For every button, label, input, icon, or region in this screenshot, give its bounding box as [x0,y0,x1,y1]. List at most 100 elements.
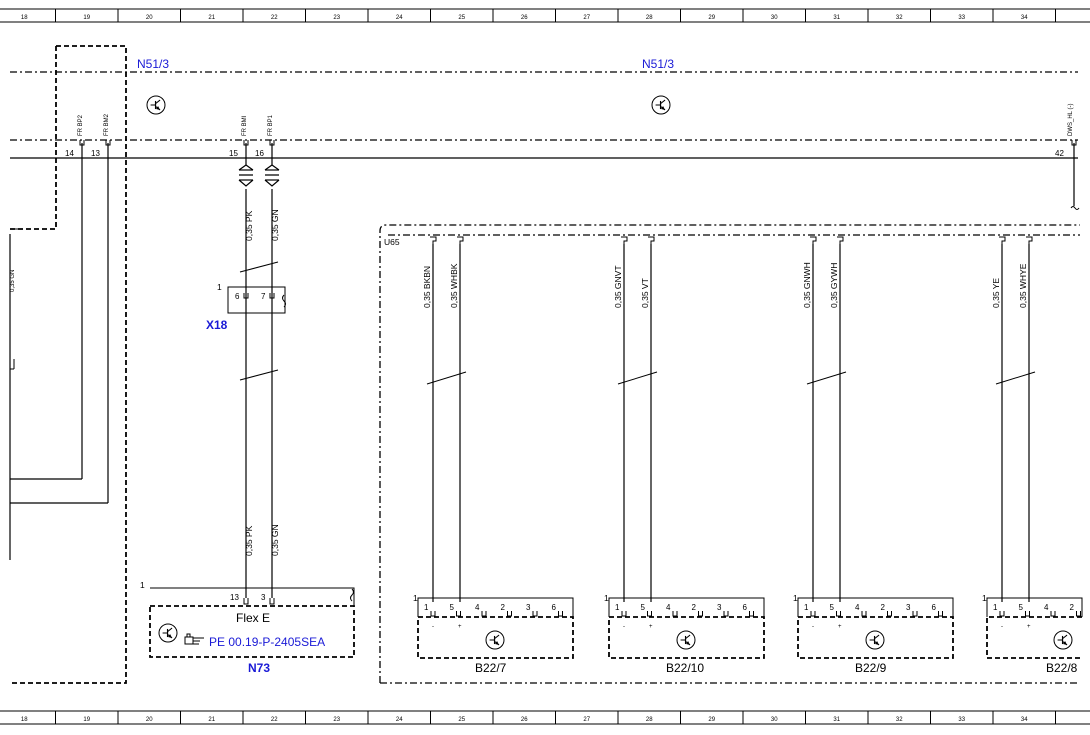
sensor-box [797,616,954,659]
ruler-cell-31: 31 [833,717,840,723]
pin-tab [621,611,627,617]
sensor-wire-label-2-0: 0,35 GNWH [802,262,812,308]
pin-tab [1071,140,1077,146]
polarity-minus-2: - [812,624,814,630]
sensor-pin-1-5: 5 [641,603,646,612]
sensor-pin-2-1: 1 [804,603,809,612]
twist-mark [995,371,1036,385]
connector-disconnect-icon [264,164,280,187]
ruler-cell-24: 24 [396,717,403,723]
sensor-pin-0-1: 1 [424,603,429,612]
sensor-pin-1-6: 6 [743,603,748,612]
pin-tab [481,611,487,617]
pin-tab [836,611,841,617]
sensor-wire-label-3-0: 0,35 YE [991,278,1001,308]
pin-name-1: FR BM2 [104,113,110,136]
sensor-wire-label-0-1: 0,35 WHBK [449,263,459,308]
wire-entry-icon [457,236,464,244]
ruler-cell-18: 18 [21,717,28,723]
sensor-pin-2-3: 3 [906,603,911,612]
ruler-cell-20: 20 [146,15,153,21]
pin-tab [243,140,249,146]
pin-tab [912,611,918,617]
polarity-minus-0: - [432,624,434,630]
pin-tab [672,611,678,617]
sensor-pin-1-2: 2 [692,603,697,612]
sensor-pin1-2: 1 [793,593,798,603]
sensor-pin-3-1: 1 [993,603,998,612]
pin-name-0: FR BP2 [78,114,84,136]
pin-name-4: DWS_HL (-) [1068,104,1074,136]
twist-mark [806,371,847,385]
wire-entry-icon [621,236,628,244]
transistor-icon [676,630,696,650]
sensor-pin-3-2: 2 [1070,603,1075,612]
pin-tab [698,611,703,617]
pin-tab [105,140,111,146]
pin-tab [243,293,249,299]
sensor-pin-1-4: 4 [666,603,671,612]
pin-tab [647,611,652,617]
ruler-cell-27: 27 [583,717,590,723]
ruler-cell-31: 31 [833,15,840,21]
pin-tab [938,611,943,617]
sensor-label-B22-9: B22/9 [855,661,887,675]
twist-mark [617,371,658,385]
pin-tab [999,611,1005,617]
sensor-pin-2-2: 2 [881,603,886,612]
pin-tab [1025,611,1030,617]
pin-name-3: FR BP1 [268,114,274,136]
frame-lines [0,8,1090,725]
pin-tab [430,611,436,617]
module-label-n73: N73 [248,661,270,675]
pin-tab [79,140,85,146]
sensor-pin-2-6: 6 [932,603,937,612]
ruler-cell-23: 23 [333,15,340,21]
sensor-pin1-0: 1 [413,593,418,603]
ruler-cell-21: 21 [208,15,215,21]
polarity-plus-1: + [649,624,653,630]
wire-label-lower-1: 0,35 GN [270,524,280,556]
x18-pin-7: 7 [261,292,266,301]
polarity-plus-0: + [458,624,462,630]
wire-entry-icon [648,236,655,244]
pin-tab [723,611,729,617]
transistor-icon [485,630,505,650]
ruler-cell-32: 32 [896,717,903,723]
polarity-minus-1: - [623,624,625,630]
pin-tab [1050,611,1056,617]
wire-label-upper-1: 0,35 GN [270,209,280,241]
pin-tab [456,611,461,617]
pin-number-16: 16 [255,149,264,158]
flex-e-pin-13: 13 [230,593,239,602]
sensor-pin-2-4: 4 [855,603,860,612]
sensor-pin1-3: 1 [982,593,987,603]
sensor-box [608,616,765,659]
ruler-cell-34: 34 [1021,717,1028,723]
ruler-cell-30: 30 [771,15,778,21]
sensor-label-B22-8: B22/8 [1046,661,1078,675]
transistor-icon [651,95,671,115]
sensor-wire-label-2-1: 0,35 GYWH [829,263,839,308]
pin-tab [861,611,867,617]
module-label-n51-left: N51/3 [137,57,169,71]
polarity-minus-3: - [1001,624,1003,630]
sensor-pin-3-5: 5 [1019,603,1024,612]
pin-number-42: 42 [1055,149,1064,158]
flex-e-squiggle [350,588,354,602]
polarity-plus-2: + [838,624,842,630]
pin-tab [558,611,563,617]
twist-mark [426,371,467,385]
ruler-cell-26: 26 [521,15,528,21]
pin-tab [269,293,275,299]
cut-wire-label: 0,35 GN [10,270,16,292]
pointing-hand-icon [184,633,204,645]
ruler-cell-29: 29 [708,15,715,21]
ruler-cell-19: 19 [83,717,90,723]
sensor-label-B22-7: B22/7 [475,661,507,675]
sensor-connector [797,597,954,617]
ruler-cell-25: 25 [458,15,465,21]
transistor-icon [146,95,166,115]
x18-pin-6: 6 [235,292,240,301]
sensor-box [986,616,1082,659]
